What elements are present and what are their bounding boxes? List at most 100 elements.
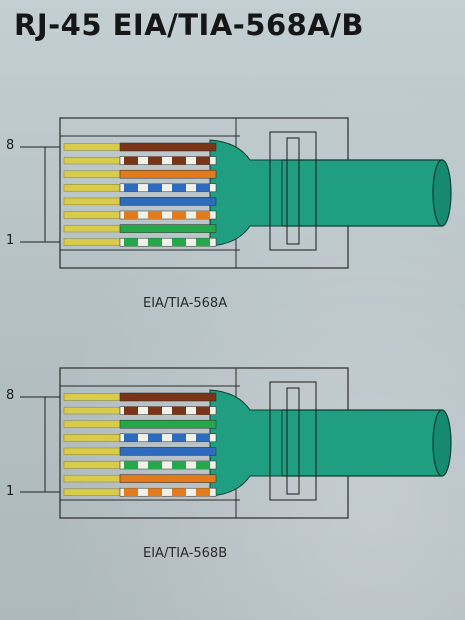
connector-b-wire-pin-2 bbox=[63, 474, 217, 483]
connector-b-wire-stripe-white-blue bbox=[148, 433, 162, 442]
connector-b-wire-stripe-white-brown bbox=[172, 406, 186, 415]
connector-b-wire-stripe-white-green bbox=[196, 461, 210, 469]
connector-a-wire-stripe-white-brown bbox=[124, 156, 138, 165]
connector-b-wire-stripe-white-blue bbox=[124, 433, 138, 442]
connector-a-wire-stripe-white-orange bbox=[196, 211, 210, 219]
connector-b-wire-pin-5 bbox=[63, 433, 217, 443]
connector-b-cable-end bbox=[432, 409, 452, 477]
connector-b-wire-white-blue bbox=[119, 433, 217, 443]
connector-b-wire-stripe-white-blue bbox=[172, 433, 186, 442]
connector-a-wire-pin-2 bbox=[63, 224, 217, 233]
connector-b-wire-stripe-white-blue bbox=[196, 433, 210, 442]
connector-b-pin-8-label: 8 bbox=[6, 388, 15, 403]
connector-a-wire-green bbox=[119, 224, 217, 233]
connector-b-latch-slot bbox=[286, 387, 300, 495]
connector-b-wire-brown bbox=[119, 392, 217, 402]
connector-b-wire-white-orange bbox=[119, 487, 217, 497]
connector-b-wire-stripe-white-green bbox=[172, 461, 186, 469]
connector-b-contact-pin-3 bbox=[63, 461, 121, 469]
connector-a-wire-white-blue bbox=[119, 183, 217, 193]
connector-a-latch-slot bbox=[286, 137, 300, 245]
connector-a-wire-white-brown bbox=[119, 156, 217, 165]
connector-b-wire-stripe-white-brown bbox=[196, 406, 210, 415]
connector-b-wire-pin-1 bbox=[63, 487, 217, 497]
connector-a-contact-pin-8 bbox=[63, 143, 121, 151]
connector-b-wire-white-brown bbox=[119, 406, 217, 415]
connector-a-wire-white-orange bbox=[119, 210, 217, 220]
connector-b-wire-pin-3 bbox=[63, 460, 217, 470]
connector-a-wire-stripe-white-brown bbox=[172, 156, 186, 165]
connector-a-contact-pin-2 bbox=[63, 224, 121, 233]
connector-a-contact-pin-3 bbox=[63, 211, 121, 219]
connector-a-wire-pin-4 bbox=[63, 197, 217, 206]
connector-a-wire-stripe-white-green bbox=[172, 238, 186, 247]
connector-a-contact-pin-5 bbox=[63, 184, 121, 192]
connector-b-latch-frame bbox=[269, 381, 317, 501]
connector-b-wire-stripe-white-brown bbox=[124, 406, 138, 415]
connector-a-pin-1-label: 1 bbox=[6, 233, 15, 248]
connector-a-caption: EIA/TIA-568A bbox=[143, 296, 228, 311]
connector-a-contact-pin-4 bbox=[63, 197, 121, 206]
connector-b-wire-stripe-white-brown bbox=[148, 406, 162, 415]
connector-b-wire-green bbox=[119, 419, 217, 429]
connector-b-wire-pin-4 bbox=[63, 447, 217, 456]
connector-b-cable bbox=[282, 410, 442, 476]
connector-b-contact-pin-2 bbox=[63, 474, 121, 483]
connector-b-wire-stripe-white-orange bbox=[148, 488, 162, 497]
connector-a-wire-pin-5 bbox=[63, 183, 217, 193]
connector-a-wire-brown bbox=[119, 142, 217, 152]
connector-b-pin-1-label: 1 bbox=[6, 484, 15, 499]
connector-b bbox=[20, 367, 452, 519]
connector-b-wire-stripe-white-orange bbox=[172, 488, 186, 497]
connector-a-wire-pin-1 bbox=[63, 237, 217, 247]
connector-a-wire-stripe-white-brown bbox=[196, 156, 210, 165]
connector-b-wire-white-green bbox=[119, 460, 217, 470]
connector-a-wire-stripe-white-orange bbox=[124, 211, 138, 219]
connector-a-cable-boot bbox=[209, 139, 283, 247]
connector-a-wire-stripe-white-blue bbox=[172, 183, 186, 192]
connector-b-wire-stripe-white-orange bbox=[196, 488, 210, 497]
connector-a-wire-stripe-white-brown bbox=[148, 156, 162, 165]
connector-b-contact-pin-7 bbox=[63, 406, 121, 415]
page-title: RJ-45 EIA/TIA-568A/B bbox=[14, 8, 364, 42]
connector-a-wire-stripe-white-green bbox=[196, 238, 210, 247]
connector-a-wire-orange bbox=[119, 169, 217, 179]
connector-a bbox=[20, 117, 452, 269]
connector-b-contact-pin-1 bbox=[63, 488, 121, 496]
connector-a-wire-stripe-white-green bbox=[124, 238, 138, 247]
connector-b-wire-stripe-white-orange bbox=[124, 488, 138, 497]
connector-a-wire-stripe-white-blue bbox=[196, 183, 210, 192]
connector-b-wire-pin-6 bbox=[63, 419, 217, 429]
connector-a-contact-pin-1 bbox=[63, 238, 121, 246]
connector-a-wire-white-green bbox=[119, 237, 217, 247]
connector-a-wire-stripe-white-blue bbox=[124, 183, 138, 192]
connector-b-contact-pin-6 bbox=[63, 420, 121, 428]
connector-a-wire-pin-6 bbox=[63, 169, 217, 179]
connector-b-caption: EIA/TIA-568B bbox=[143, 546, 228, 561]
connector-a-latch-frame bbox=[269, 131, 317, 251]
connector-a-wire-pin-7 bbox=[63, 156, 217, 165]
connector-b-contact-pin-5 bbox=[63, 434, 121, 442]
connector-a-wire-stripe-white-orange bbox=[148, 211, 162, 219]
connector-b-wire-stripe-white-green bbox=[124, 461, 138, 469]
connector-a-cable bbox=[282, 160, 442, 226]
connector-b-wire-stripe-white-green bbox=[148, 461, 162, 469]
connector-b-wire-pin-8 bbox=[63, 392, 217, 402]
connector-a-wire-stripe-white-blue bbox=[148, 183, 162, 192]
connector-a-wire-pin-3 bbox=[63, 210, 217, 220]
connector-b-cable-boot bbox=[209, 389, 283, 497]
connector-b-wire-orange bbox=[119, 474, 217, 483]
connector-b-wire-pin-7 bbox=[63, 406, 217, 415]
connector-b-wire-blue bbox=[119, 447, 217, 456]
connector-a-contact-pin-7 bbox=[63, 156, 121, 165]
connector-a-wire-stripe-white-green bbox=[148, 238, 162, 247]
connector-b-contact-pin-8 bbox=[63, 393, 121, 401]
connector-a-cable-end bbox=[432, 159, 452, 227]
connector-a-pin-8-label: 8 bbox=[6, 138, 15, 153]
connector-a-wire-stripe-white-orange bbox=[172, 211, 186, 219]
connector-b-contact-pin-4 bbox=[63, 447, 121, 456]
connector-a-contact-pin-6 bbox=[63, 170, 121, 178]
connector-a-wire-blue bbox=[119, 197, 217, 206]
